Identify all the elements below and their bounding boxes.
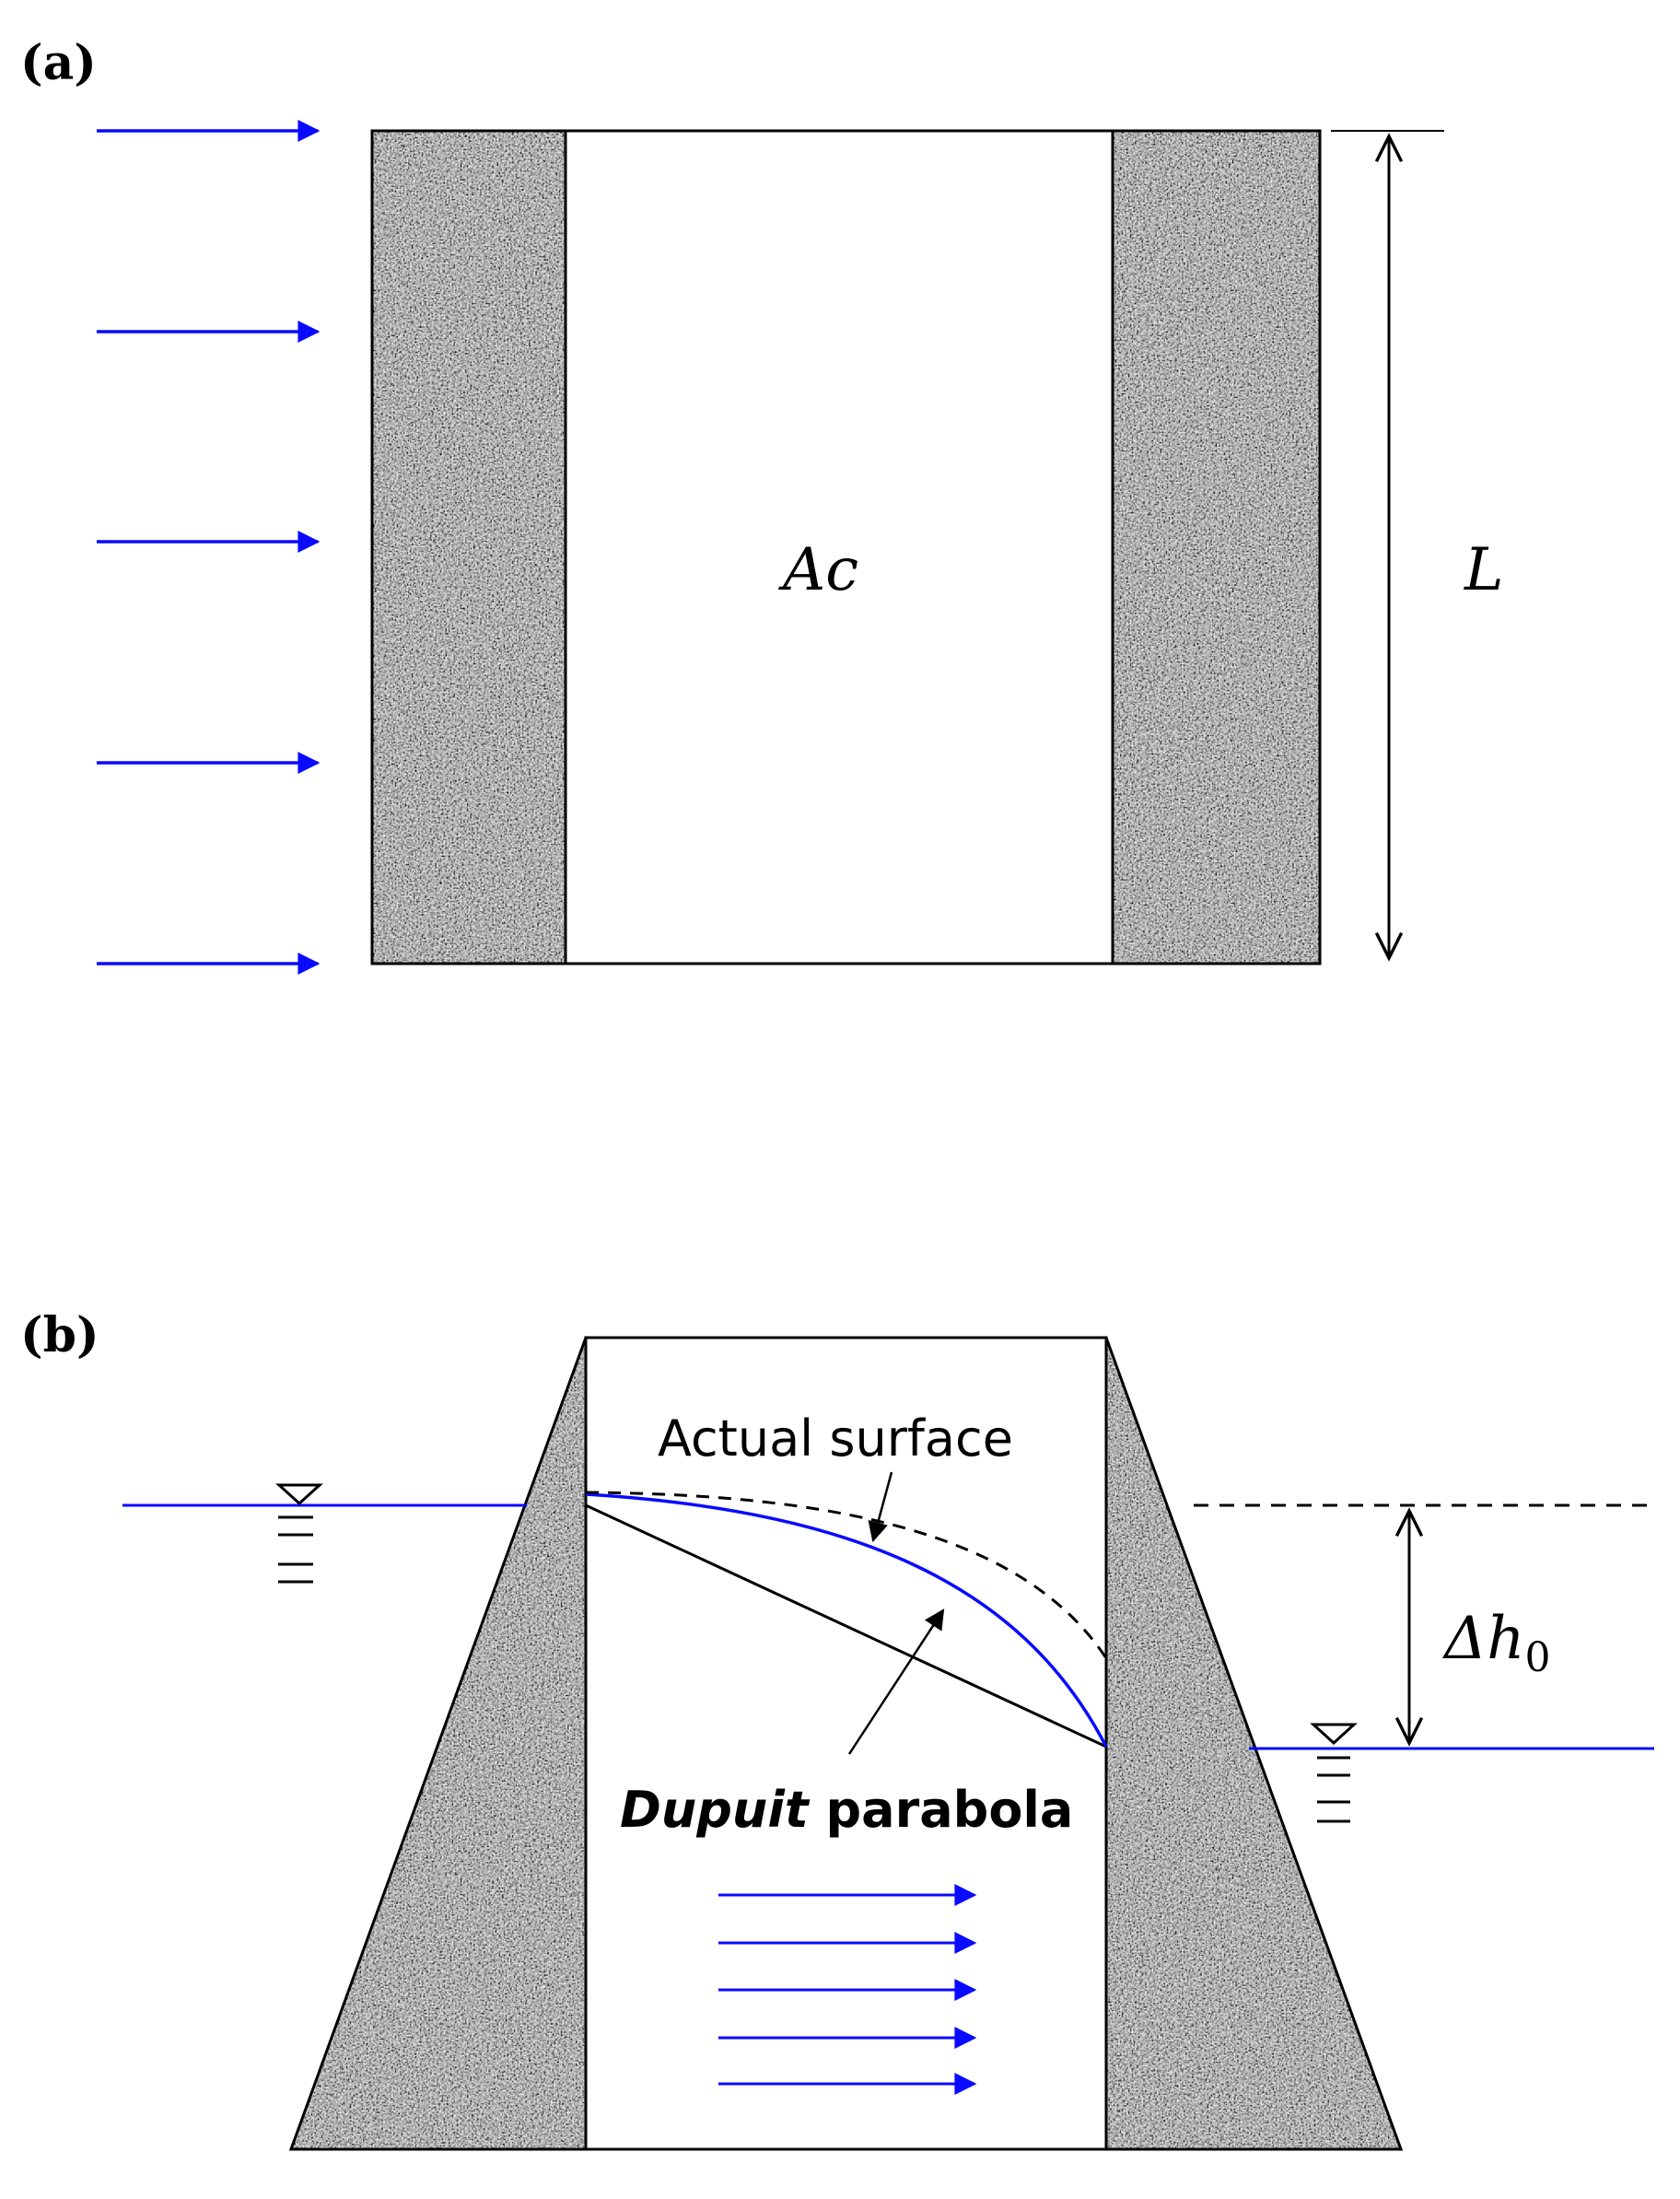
right-granular-wall [1111, 129, 1322, 965]
cross-section-area-label: Ac [778, 536, 858, 604]
actual-surface-label: Actual surface [658, 1409, 1013, 1468]
linear-head-line [585, 1503, 1107, 1749]
dupuit-parabola-curve [585, 1492, 1108, 1748]
panel-b-label: (b) [20, 1307, 99, 1363]
dupuit-parabola-label: Dupuit parabola [620, 1781, 1073, 1839]
flow-arrows-b [718, 1884, 977, 2095]
flow-arrows-a [97, 120, 321, 975]
dupuit-pointer [847, 1608, 945, 1755]
left-sloped-shell [288, 1337, 588, 2151]
panel-b: (b) Δh0 [20, 1307, 1654, 2151]
actual-surface-curve [585, 1491, 1108, 1659]
water-level-triangle-icon [1310, 1723, 1358, 1823]
head-difference-label: Δh0 [1441, 1605, 1550, 1681]
length-label: L [1464, 536, 1504, 604]
left-granular-wall [370, 129, 567, 965]
central-core-b [584, 1336, 1108, 2151]
central-core [564, 129, 1114, 965]
panel-a-label: (a) [20, 35, 97, 91]
actual-surface-pointer [868, 1471, 893, 1543]
right-sloped-shell [1104, 1337, 1404, 2151]
panel-a: (a) Ac L [20, 35, 1504, 975]
water-level-triangle-icon [275, 1483, 323, 1584]
